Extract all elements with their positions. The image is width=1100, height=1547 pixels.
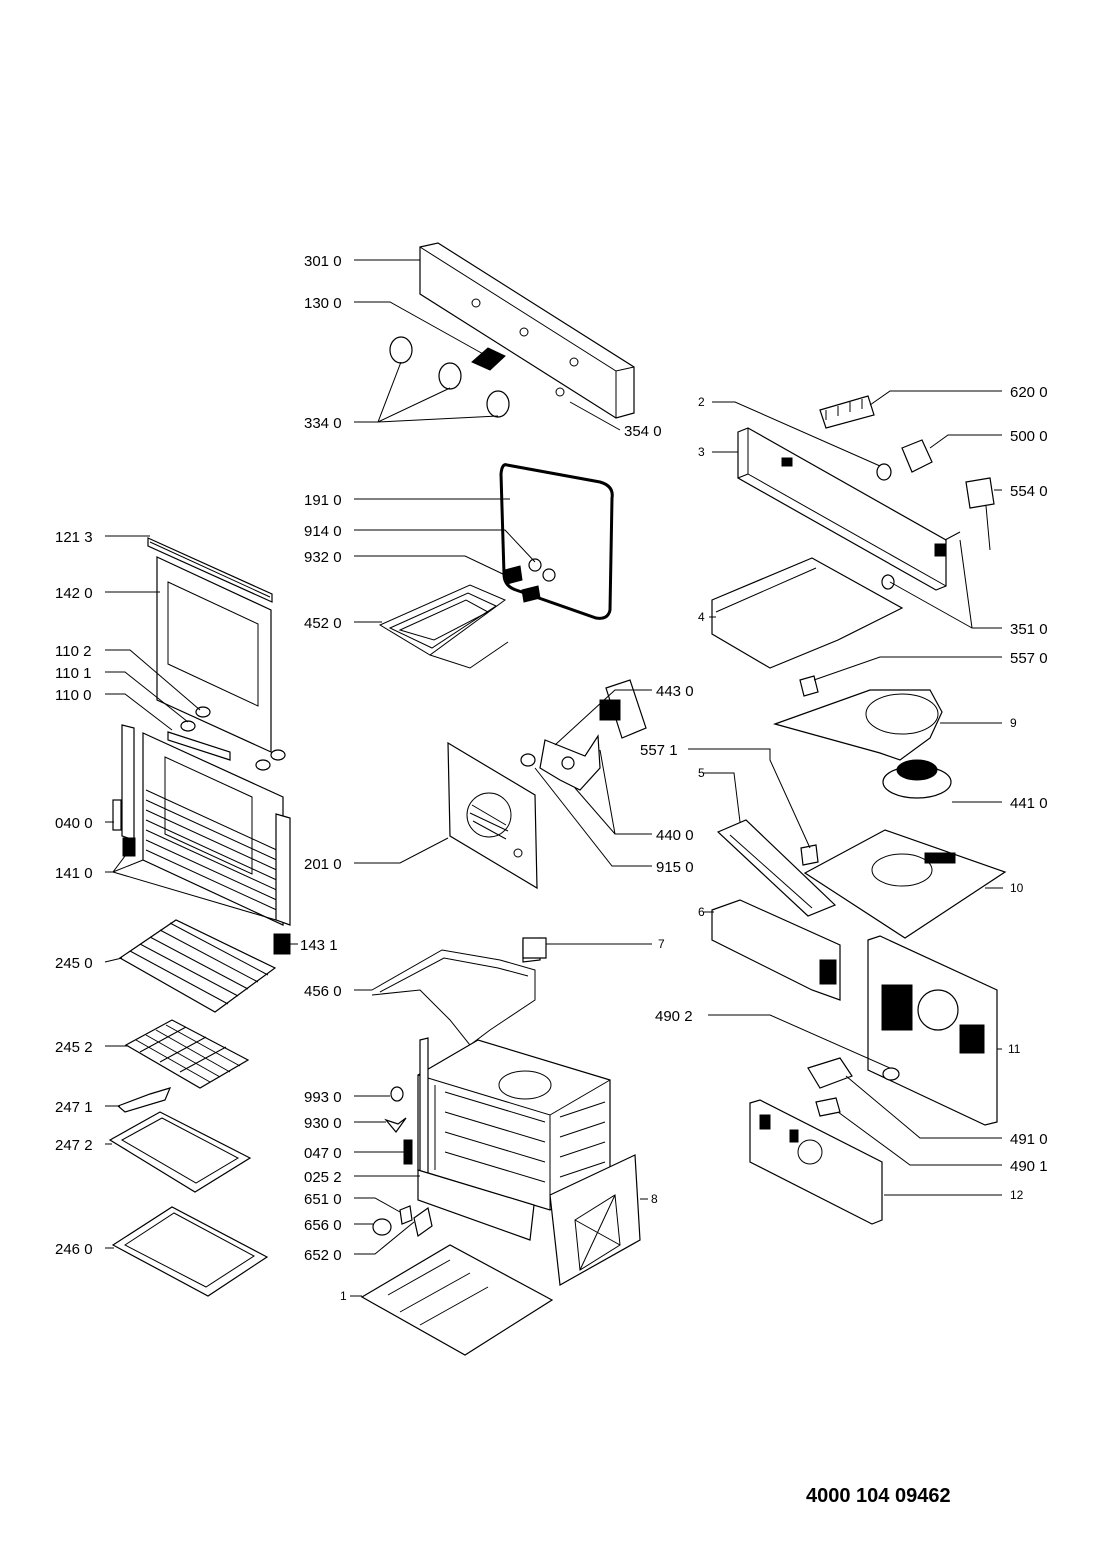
label-456-0: 456 0 — [304, 983, 342, 1000]
label-652-0: 652 0 — [304, 1247, 342, 1264]
outer-door-assembly — [112, 724, 291, 955]
label-2: 2 — [698, 395, 705, 409]
label-7: 7 — [658, 937, 665, 951]
label-932-0: 932 0 — [304, 549, 342, 566]
label-110-0: 110 0 — [55, 687, 91, 704]
side-bracket — [711, 899, 841, 1001]
terminal-block — [819, 395, 875, 429]
tray-handle — [116, 1087, 172, 1113]
switch-components — [807, 1057, 900, 1117]
side-panel — [549, 1154, 641, 1286]
label-351-0: 351 0 — [1010, 621, 1048, 638]
label-441-0: 441 0 — [1010, 795, 1048, 812]
fan-cover-panel — [447, 741, 538, 890]
label-141-0: 141 0 — [55, 865, 93, 882]
top-panel — [803, 829, 1007, 939]
label-930-0: 930 0 — [304, 1115, 342, 1132]
oven-cavity — [417, 1037, 611, 1241]
label-914-0: 914 0 — [304, 523, 342, 540]
glass-spacer-parts — [167, 706, 286, 771]
fan-motor-assembly — [520, 679, 647, 791]
label-110-2: 110 2 — [55, 643, 91, 660]
air-duct — [716, 819, 837, 917]
safety-thermostat — [799, 675, 819, 697]
label-491-0: 491 0 — [1010, 1131, 1048, 1148]
label-915-0: 915 0 — [656, 859, 694, 876]
dripping-pan — [111, 1206, 269, 1297]
label-191-0: 191 0 — [304, 492, 342, 509]
leader-lines — [104, 259, 1003, 1297]
label-557-1: 557 1 — [640, 742, 678, 759]
document-number: 4000 104 09462 — [806, 1485, 951, 1507]
base-plate — [360, 1244, 554, 1356]
label-354-0: 354 0 — [624, 423, 662, 440]
label-993-0: 993 0 — [304, 1089, 342, 1106]
lower-element — [371, 937, 541, 1046]
label-11: 11 — [1008, 1042, 1021, 1056]
label-1: 1 — [340, 1289, 347, 1303]
label-047-0: 047 0 — [304, 1145, 342, 1162]
cooling-fan — [882, 759, 952, 799]
label-554-0: 554 0 — [1010, 483, 1048, 500]
label-12: 12 — [1010, 1188, 1024, 1202]
label-142-0: 142 0 — [55, 585, 93, 602]
baking-tray — [108, 1111, 252, 1193]
element-fixings — [504, 558, 556, 603]
fan-housing — [773, 689, 943, 761]
grid-rack — [124, 1019, 250, 1089]
label-110-1: 110 1 — [55, 665, 91, 682]
door-top-trim — [147, 537, 273, 603]
control-panel — [419, 242, 635, 419]
grill-element — [378, 584, 509, 669]
label-301-0: 301 0 — [304, 253, 342, 270]
label-5: 5 — [698, 766, 705, 780]
label-040-0: 040 0 — [55, 815, 93, 832]
label-557-0: 557 0 — [1010, 650, 1048, 667]
label-620-0: 620 0 — [1010, 384, 1048, 401]
small-fittings — [372, 1086, 433, 1238]
label-6: 6 — [698, 905, 705, 919]
control-rail — [737, 427, 961, 591]
rear-panel — [867, 935, 998, 1126]
label-443-0: 443 0 — [656, 683, 694, 700]
label-334-0: 334 0 — [304, 415, 342, 432]
label-247-2: 247 2 — [55, 1137, 93, 1154]
part-number-labels: 301 0 130 0 334 0 354 0 191 0 914 0 932 … — [55, 253, 1048, 1303]
selector-switch — [901, 439, 933, 473]
label-490-1: 490 1 — [1010, 1158, 1048, 1175]
label-10: 10 — [1010, 881, 1024, 895]
label-440-0: 440 0 — [656, 827, 694, 844]
label-245-2: 245 2 — [55, 1039, 93, 1056]
label-500-0: 500 0 — [1010, 428, 1048, 445]
label-201-0: 201 0 — [304, 856, 342, 873]
label-130-0: 130 0 — [304, 295, 342, 312]
wire-shelf — [118, 919, 277, 1013]
thermostat — [965, 477, 995, 551]
top-cover-plate — [711, 557, 904, 669]
label-8: 8 — [651, 1192, 658, 1206]
label-3: 3 — [698, 445, 705, 459]
label-452-0: 452 0 — [304, 615, 342, 632]
label-025-2: 025 2 — [304, 1169, 342, 1186]
panel-bracket — [471, 347, 506, 371]
cut-out-thermostat — [800, 844, 819, 866]
label-490-2: 490 2 — [655, 1008, 693, 1025]
label-4: 4 — [698, 610, 705, 624]
control-knobs — [389, 336, 510, 418]
label-247-1: 247 1 — [55, 1099, 93, 1116]
element-bracket — [522, 937, 547, 959]
label-656-0: 656 0 — [304, 1217, 342, 1234]
label-246-0: 246 0 — [55, 1241, 93, 1258]
label-9: 9 — [1010, 716, 1017, 730]
inner-door-glass — [156, 556, 272, 753]
control-board — [749, 1099, 883, 1225]
label-143-1: 143 1 — [300, 937, 338, 954]
oven-door-gasket — [499, 463, 614, 620]
label-121-3: 121 3 — [55, 529, 93, 546]
label-245-0: 245 0 — [55, 955, 93, 972]
label-651-0: 651 0 — [304, 1191, 342, 1208]
